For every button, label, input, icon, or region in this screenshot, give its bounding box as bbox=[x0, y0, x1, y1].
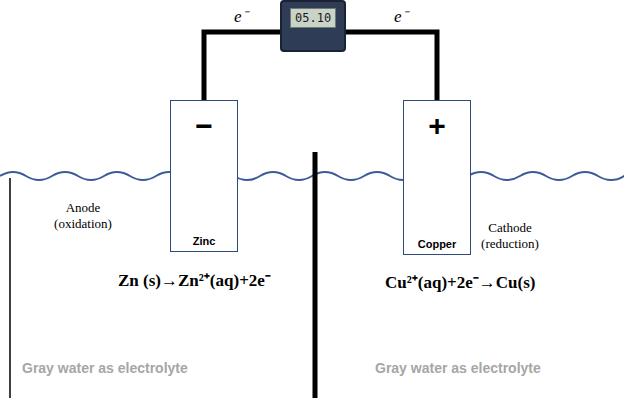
half-reaction: Zn (s)→Zn²⁺(aq)+2e⁻ bbox=[118, 268, 271, 291]
multimeter: 05.10 bbox=[280, 0, 346, 52]
electrolyte-label: Gray water as electrolyte bbox=[375, 360, 541, 376]
half-reaction: Cu²⁺(aq)+2e⁻→Cu(s) bbox=[385, 270, 536, 293]
polarity-sign: − bbox=[171, 109, 237, 143]
wire bbox=[346, 32, 437, 100]
cell-divider bbox=[313, 152, 318, 398]
electrode: + Copper bbox=[403, 100, 471, 255]
region-label: Cathode (reduction) bbox=[470, 220, 550, 253]
electrode-name: Copper bbox=[404, 238, 470, 250]
electrolyte-label: Gray water as electrolyte bbox=[22, 360, 188, 376]
wire bbox=[204, 32, 280, 100]
electrode: − Zinc bbox=[170, 100, 238, 252]
electrolyte-surface bbox=[0, 172, 624, 180]
polarity-sign: + bbox=[404, 109, 470, 143]
region-label: Anode (oxidation) bbox=[42, 200, 124, 233]
meter-reading: 05.10 bbox=[290, 8, 336, 28]
container-wall bbox=[9, 178, 11, 398]
electron-label: e⁻ bbox=[392, 4, 410, 27]
electron-label: e⁻ bbox=[232, 4, 250, 27]
electrode-name: Zinc bbox=[171, 235, 237, 247]
